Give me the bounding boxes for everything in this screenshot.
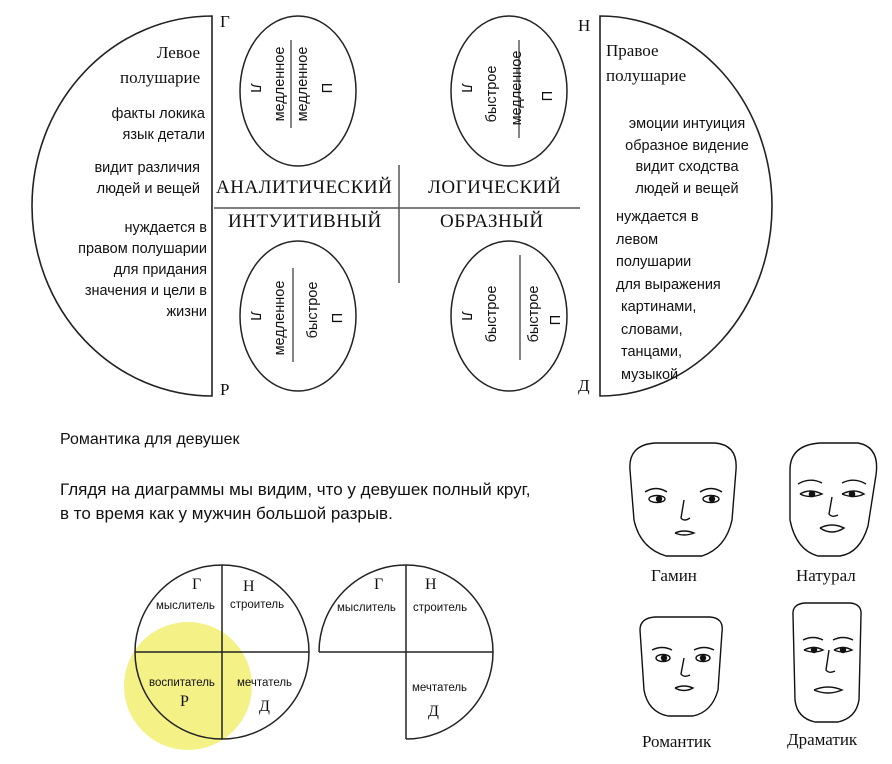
corner-g: Г: [220, 12, 230, 31]
label-logical: ЛОГИЧЕСКИЙ: [428, 177, 562, 198]
label-intuitive: ИНТУИТИВНЫЙ: [228, 211, 382, 232]
female-d: Д: [259, 698, 270, 715]
female-builder: строитель: [230, 599, 285, 611]
face-natural-label: Натурал: [796, 566, 856, 585]
male-n: Н: [425, 576, 437, 593]
oval-top-left: [239, 15, 357, 167]
oval-tl-l: Л: [247, 83, 263, 93]
female-educator: воспитатель: [149, 677, 215, 689]
section-heading: Романтика для девушек: [60, 431, 240, 448]
oval-tr-p: П: [540, 90, 556, 102]
female-dreamer: мечтатель: [237, 677, 293, 689]
oval-tr-a: быстрое: [484, 65, 500, 123]
female-g: Г: [192, 576, 202, 593]
oval-bottom-right: [450, 240, 568, 392]
male-circle: [318, 564, 494, 740]
face-gamin: [629, 442, 737, 557]
corner-r: Р: [220, 380, 230, 399]
male-thinker: мыслитель: [337, 602, 396, 614]
female-highlight: [124, 622, 252, 750]
male-dreamer: мечтатель: [412, 682, 468, 694]
male-g: Г: [374, 576, 384, 593]
right-hemisphere-title: Правое полушарие: [606, 41, 687, 85]
oval-bl-l: Л: [247, 311, 263, 321]
face-dramatic: [792, 602, 862, 723]
male-d: Д: [428, 703, 439, 720]
oval-bl-b: быстрое: [305, 281, 321, 339]
corner-n: Н: [578, 16, 591, 35]
oval-tl-p: П: [320, 82, 336, 94]
oval-tr-l: Л: [458, 83, 474, 93]
oval-tl-a: медленное: [272, 46, 288, 122]
oval-br-p: П: [548, 314, 564, 326]
female-thinker: мыслитель: [156, 600, 215, 612]
female-r: Р: [180, 693, 189, 710]
male-builder: строитель: [413, 602, 468, 614]
left-hemisphere-facts: факты локика язык детали: [111, 106, 205, 143]
left-hemisphere-needs: нуждается в правом полушарии для придани…: [78, 220, 207, 320]
oval-top-right: [450, 15, 568, 167]
oval-tl-b: медленное: [295, 46, 311, 122]
oval-br-l: Л: [458, 311, 474, 321]
paragraph: Глядя на диаграммы мы видим, что у девуш…: [60, 480, 531, 523]
oval-bottom-left: [239, 240, 357, 392]
label-analytical: АНАЛИТИЧЕСКИЙ: [216, 177, 393, 198]
right-hemisphere-needs: нуждается в левом полушарии для выражени…: [616, 209, 721, 383]
face-dramatic-label: Драматик: [787, 730, 858, 749]
oval-br-b: быстрое: [526, 285, 542, 343]
oval-tr-b: медленное: [509, 50, 525, 126]
oval-br-a: быстрое: [484, 285, 500, 343]
right-hemisphere-shape: [599, 15, 773, 397]
oval-bl-a: медленное: [272, 280, 288, 356]
female-n: Н: [243, 578, 255, 595]
face-natural: [789, 442, 878, 557]
left-hemisphere-sees: видит различия людей и вещей: [94, 160, 200, 197]
corner-d: Д: [578, 376, 590, 395]
face-gamin-label: Гамин: [651, 566, 697, 585]
face-romantic: [639, 616, 723, 717]
label-figurative: ОБРАЗНЫЙ: [440, 211, 544, 232]
left-hemisphere-shape: [31, 15, 213, 397]
face-romantic-label: Романтик: [642, 732, 712, 751]
right-hemisphere-emotions: эмоции интуиция образное видение видит с…: [625, 116, 749, 197]
left-hemisphere-title: Левое полушарие: [120, 43, 201, 87]
oval-bl-p: П: [330, 312, 346, 324]
